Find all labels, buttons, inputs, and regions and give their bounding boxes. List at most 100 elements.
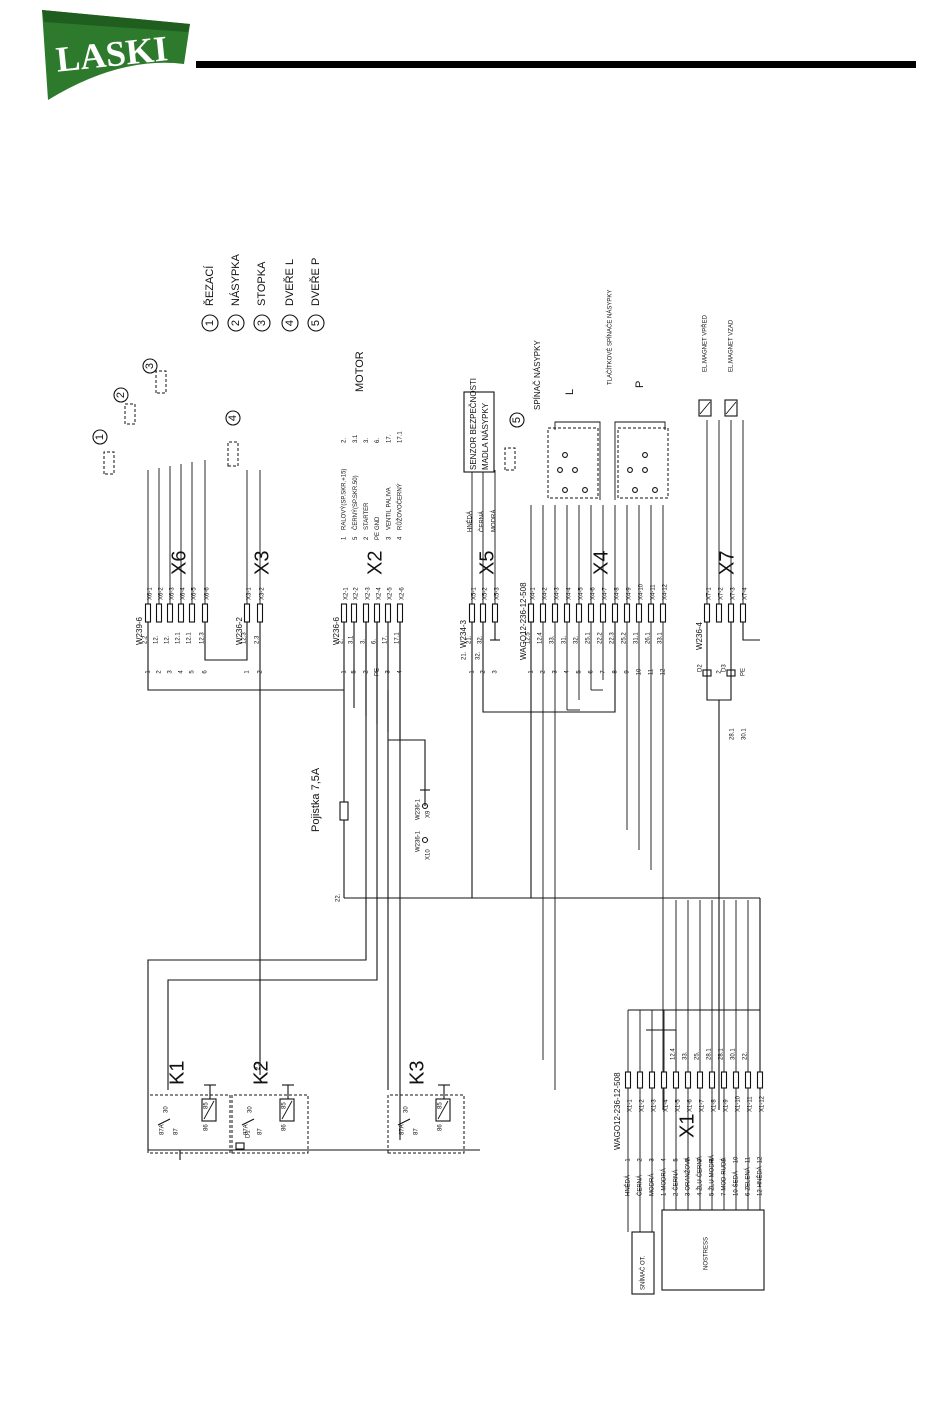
connector-pin-number: 11 <box>746 1156 752 1163</box>
x5-wire-color: ČERNÁ <box>479 511 486 532</box>
switch-contact <box>562 452 568 458</box>
relay-pin-86: 86 <box>282 1124 288 1131</box>
connector-pin-label: X7-4 <box>743 587 749 600</box>
connector-pin <box>635 603 643 623</box>
switch-contact <box>627 467 633 473</box>
connector-code: W236-2 <box>235 616 244 645</box>
connector-pin-number: 1 <box>342 670 348 674</box>
relay-pin-85: 85 <box>282 1102 288 1109</box>
switch-mark-number: 3 <box>144 363 156 369</box>
wire-number: 2.2 <box>143 635 149 644</box>
wire-number: 32. <box>574 635 580 644</box>
fuse-label: Pojistka 7,5A <box>310 767 322 832</box>
switch-mark-circle <box>92 429 108 445</box>
sensor-box <box>463 391 495 473</box>
sensor-label-line2: MADLA NÁSYPKY <box>481 402 490 470</box>
connector-pin <box>720 1071 728 1089</box>
connector-pin-label: X4-2 <box>543 587 549 600</box>
connector-pin-label: X1-5 <box>676 1099 682 1112</box>
connector-pin <box>727 603 735 623</box>
connector-pin-number: 12 <box>758 1156 764 1163</box>
connector-pin-label: X7-1 <box>707 587 713 600</box>
connector-pin <box>672 1071 680 1089</box>
relay-pin-30: 30 <box>404 1106 410 1113</box>
connector-pin-label: X6-5 <box>192 587 198 600</box>
switch-contact <box>652 487 658 493</box>
connector-name: X6 <box>168 551 190 575</box>
relay-pin-87a: 87A <box>160 1124 166 1135</box>
x5-loop <box>482 622 616 713</box>
connector-pin <box>599 603 607 623</box>
relay-coil-slash <box>437 1100 449 1120</box>
switch-mark-number: 5 <box>511 417 523 423</box>
connector-name: X7 <box>716 551 738 575</box>
relay-coil-slash <box>203 1100 215 1120</box>
legend-number-circle <box>281 314 299 332</box>
legend-number-circle <box>307 314 325 332</box>
wire-number: 12. <box>165 635 171 644</box>
relay-pin-87a: 87A <box>400 1124 406 1135</box>
connector-pin-label: X4-10 <box>639 583 645 600</box>
relay-pin-30: 30 <box>164 1106 170 1113</box>
legend-label: ŘEZACÍ <box>203 265 216 306</box>
connector-pin-label: X2-3 <box>366 587 372 600</box>
k1-supply <box>147 622 367 1150</box>
nostress-label: NOSTRESS <box>704 1237 710 1270</box>
coil-slash <box>699 401 711 415</box>
door-loop-l <box>554 421 601 500</box>
connector-pin-label: X4-8 <box>615 587 621 600</box>
connector-pin-number: PE <box>741 668 747 676</box>
wire-number: 22.2 <box>598 632 604 644</box>
door-l-label: L <box>564 389 576 395</box>
connector-pin-number: 1 <box>626 1158 632 1162</box>
connector-pin-label: X2-2 <box>354 587 360 600</box>
limit-switch <box>227 441 239 467</box>
k1-wire-label: 2.3 <box>256 1061 262 1070</box>
connector-code: W236-4 <box>695 621 704 650</box>
motor-signal-name: GND <box>375 516 381 530</box>
wire-28-label: 28.1 <box>730 728 736 740</box>
wire-number: 25. <box>695 1051 701 1060</box>
motor-pin: 1 <box>342 536 348 540</box>
relay-pin-87: 87 <box>174 1128 180 1135</box>
motor-signal-name: STARTER <box>364 502 370 530</box>
connector-pin-number: 6 <box>686 1158 692 1162</box>
connector-pin-label: X4-5 <box>579 587 585 600</box>
wire-number: 28.1 <box>719 1048 725 1060</box>
motor-signal-name: ČERNÝ(SP.SKR.50) <box>352 475 359 530</box>
connector-pin-number: 4 <box>179 670 185 674</box>
connector-pin <box>684 1071 692 1089</box>
motor-pin: 5 <box>353 536 359 540</box>
motor-pin: PE <box>375 532 381 540</box>
motor-wire-number: 6. <box>375 438 381 443</box>
connector-pin-number: 5 <box>352 670 358 674</box>
x6-x3-link <box>204 622 248 661</box>
legend-number: 5 <box>310 320 322 326</box>
legend-label: DVEŘE L <box>283 259 296 306</box>
relay-contact-arm <box>397 1118 411 1126</box>
k1-coil-feed <box>167 622 378 1090</box>
wire-number: 12.4 <box>671 1048 677 1060</box>
wire-number: 32. <box>478 635 484 644</box>
diode-label-d2: D2 <box>698 664 704 672</box>
connector-pin-number: 10 <box>637 668 643 675</box>
legend-number-circle <box>227 314 245 332</box>
wire-number: 12.3 <box>200 632 206 644</box>
connector-pin <box>648 1071 656 1089</box>
diode-bridge <box>706 622 732 701</box>
wire-number: 3. <box>361 639 367 644</box>
relay-pin-87: 87 <box>258 1128 264 1135</box>
connector-pin <box>350 603 358 623</box>
motor-pin: 4 <box>398 536 404 540</box>
switch-mark-circle <box>142 358 158 374</box>
connector-pin <box>362 603 370 623</box>
relay-pin-87: 87 <box>414 1128 420 1135</box>
header-rule <box>196 61 916 68</box>
door-p-label: P <box>634 381 646 388</box>
switch-mark-number: 2 <box>115 392 127 398</box>
switch-contact <box>557 467 563 473</box>
relay-coil-slash <box>281 1100 293 1120</box>
